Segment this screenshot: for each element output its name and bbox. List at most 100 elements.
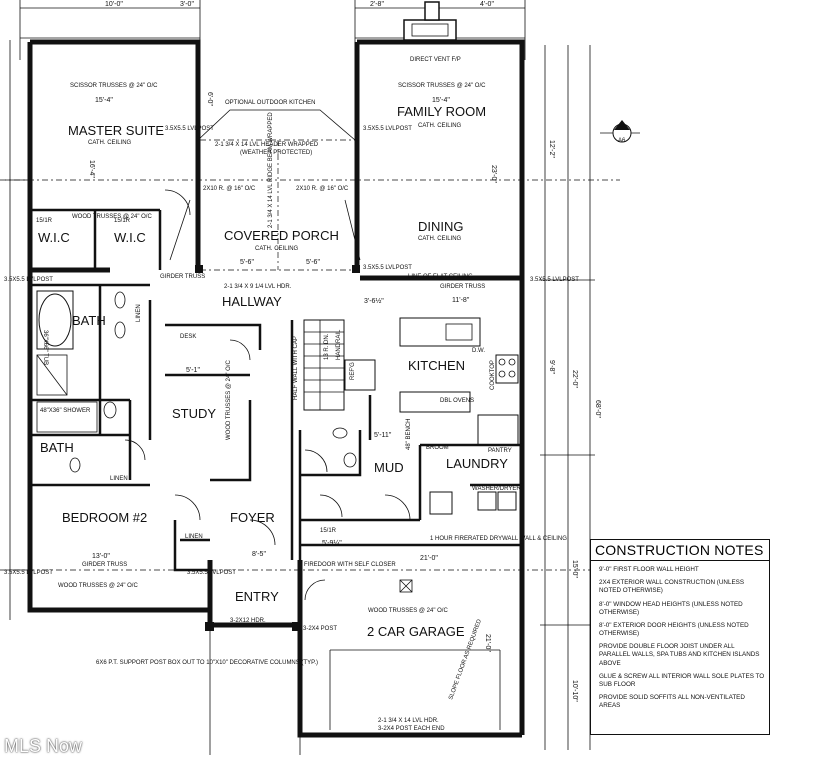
label-lvl-post-6: 3.5X5.5 LVLPOST xyxy=(4,570,53,576)
label-15-1r-a: 15/1R xyxy=(36,218,53,224)
dining-ceiling: CATH. CEILING xyxy=(418,236,462,242)
master-ceiling: CATH. CEILING xyxy=(88,140,132,146)
room-bedroom-2: BEDROOM #2 xyxy=(62,510,147,525)
label-weather-protected: (WEATHER PROTECTED) xyxy=(240,150,312,156)
label-hdr-2x12: 3-2X12 HDR. xyxy=(230,618,266,624)
room-hallway: HALLWAY xyxy=(222,294,282,309)
construction-notes-panel: CONSTRUCTION NOTES 9'-0" FIRST FLOOR WAL… xyxy=(590,539,770,735)
label-rafters-2: 2X10 R. @ 16" O/C xyxy=(296,186,349,192)
label-lvl-post-2: 3.5X5.5 LVLPOST xyxy=(363,126,412,132)
room-bath-2: BATH xyxy=(40,440,74,455)
dim-13-0: 13'-0" xyxy=(92,553,110,560)
dim-6-0: 6'-0" xyxy=(206,92,213,106)
note-item: 2X4 EXTERIOR WALL CONSTRUCTION (UNLESS N… xyxy=(599,579,745,595)
label-bench: 48" BENCH xyxy=(406,419,412,450)
family-ceiling: CATH. CEILING xyxy=(418,123,462,129)
label-rafters-1: 2X10 R. @ 16" O/C xyxy=(203,186,256,192)
dim-3-6: 3'-6½" xyxy=(364,297,384,305)
dim-21-0-a: 21'-0" xyxy=(420,555,438,562)
note-item: 8'-0" EXTERIOR DOOR HEIGHTS (UNLESS NOTE… xyxy=(599,621,749,638)
label-lvl-post-5: 3.5X5.5 LVLPOST xyxy=(530,277,579,283)
dim-15-4-b: 15'-4" xyxy=(432,97,450,104)
label-wood-trusses-3: WOOD TRUSSES @ 24" O/C xyxy=(58,583,138,589)
room-kitchen: KITCHEN xyxy=(408,358,465,373)
dim-15-4-a: 15'-4" xyxy=(95,97,113,104)
dim-top-4-0: 4'-0" xyxy=(480,1,494,8)
label-washer-dryer: WASHER/DRYER xyxy=(472,486,521,492)
dim-top-10-0: 10'-0" xyxy=(105,1,123,8)
label-girder-truss-1: GIRDER TRUSS xyxy=(160,274,205,280)
dim-5-11: 5'-11" xyxy=(374,432,392,439)
label-pantry: PANTRY xyxy=(488,448,512,454)
dim-21-0-b: 21'-0" xyxy=(484,634,491,652)
label-optional-kitchen: OPTIONAL OUTDOOR KITCHEN xyxy=(225,100,315,106)
dim-9-8: 9'-8" xyxy=(548,360,555,374)
label-refg: REF'G xyxy=(350,362,356,380)
kitchen-fixtures xyxy=(344,317,519,446)
dim-68-0: 68'-0" xyxy=(594,400,601,418)
label-lvl-post-4: 3.5X5.5 LVLPOST xyxy=(4,277,53,283)
label-girder-truss-3: GIRDER TRUSS xyxy=(82,562,127,568)
dim-16-4: 16'-4" xyxy=(88,160,95,178)
interior-walls xyxy=(30,208,522,572)
section-marker xyxy=(600,120,640,143)
label-lvl-post-7: 3.5X5.5 LVLPOST xyxy=(187,570,236,576)
label-handrail: HANDRAIL xyxy=(336,329,342,360)
label-header-wrapped: 2-1 3/4 X 14 LVL HEADER WRAPPED xyxy=(215,142,319,148)
label-shower: 48"X36" SHOWER xyxy=(40,408,91,414)
door-swings xyxy=(124,189,411,601)
room-laundry: LAUNDRY xyxy=(446,456,508,471)
laundry-appliances xyxy=(429,491,517,515)
room-wic-2: W.I.C xyxy=(114,230,146,245)
label-linen-2: LINEN xyxy=(110,476,128,482)
label-dw: D.W. xyxy=(472,348,485,354)
room-dining: DINING xyxy=(418,219,464,234)
label-dbl-ovens: DBL OVENS xyxy=(440,398,474,404)
dim-5-6-a: 5'-6" xyxy=(240,259,254,266)
note-item: 8'-0" WINDOW HEAD HEIGHTS (UNLESS NOTED … xyxy=(599,600,743,616)
label-scissor-trusses-1: SCISSOR TRUSSES @ 24" O/C xyxy=(70,83,158,89)
dim-5-9: 5'-9¼" xyxy=(322,540,342,547)
label-half-wall: HALF WALL WITH CAP xyxy=(293,336,299,400)
section-marker-label: A6 xyxy=(618,138,626,144)
fireplace xyxy=(403,1,457,41)
dim-8-5: 8'-5" xyxy=(252,551,266,558)
room-family-room: FAMILY ROOM xyxy=(397,104,486,119)
note-item: GLUE & SCREW ALL INTERIOR WALL SOLE PLAT… xyxy=(599,672,765,688)
label-garage-post: 3-2X4 POST EACH END xyxy=(378,726,445,732)
dim-22-0: 22'-0" xyxy=(571,370,578,388)
label-15-1r-c: 15/1R xyxy=(320,528,337,534)
top-dimension-lines xyxy=(19,0,526,60)
dim-top-3-0: 3'-0" xyxy=(180,1,194,8)
label-linen-1: LINEN xyxy=(136,304,142,322)
dim-15-0: 15'-0" xyxy=(571,560,578,578)
porch-structure xyxy=(169,109,361,273)
label-post-2x4: 3-2X4 POST xyxy=(303,626,337,632)
label-firedoor: FIREDOOR WITH SELF CLOSER xyxy=(304,562,396,568)
room-entry: ENTRY xyxy=(235,589,279,604)
garage-elements xyxy=(205,579,501,755)
label-broom: BROOM xyxy=(426,445,449,451)
label-desk: DESK xyxy=(180,334,196,340)
room-master-suite: MASTER SUITE xyxy=(68,123,164,138)
label-lvl-hdr: 2-1 3/4 X 9 1/4 LVL HDR. xyxy=(224,284,292,290)
room-foyer: FOYER xyxy=(230,510,275,525)
room-bath-1: BATH xyxy=(72,313,106,328)
room-wic-1: W.I.C xyxy=(38,230,70,245)
bath-fixtures xyxy=(36,290,357,473)
label-wood-trusses-1: WOOD TRUSSES @ 24" O/C xyxy=(72,214,152,220)
dim-top-2-8: 2'-8" xyxy=(370,1,384,8)
dim-5-6-b: 5'-6" xyxy=(306,259,320,266)
label-fire-wall: 1 HOUR FIRERATED DRYWALL WALL & CEILING xyxy=(430,536,567,542)
porch-ceiling: CATH. CEILING xyxy=(255,246,299,252)
label-cooktop: COOKTOP xyxy=(490,360,496,390)
left-dimension-lines xyxy=(5,40,30,620)
label-15-1r-b: 15/1R xyxy=(114,218,131,224)
label-lvl-post-1: 3.5X5.5 LVLPOST xyxy=(165,126,214,132)
note-item: PROVIDE DOUBLE FLOOR JOIST UNDER ALL PAR… xyxy=(599,643,760,667)
note-item: 9'-0" FIRST FLOOR WALL HEIGHT xyxy=(599,566,699,573)
room-garage: 2 CAR GARAGE xyxy=(367,624,465,639)
room-mud: MUD xyxy=(374,460,404,475)
dim-11-8: 11'-8" xyxy=(452,297,470,304)
